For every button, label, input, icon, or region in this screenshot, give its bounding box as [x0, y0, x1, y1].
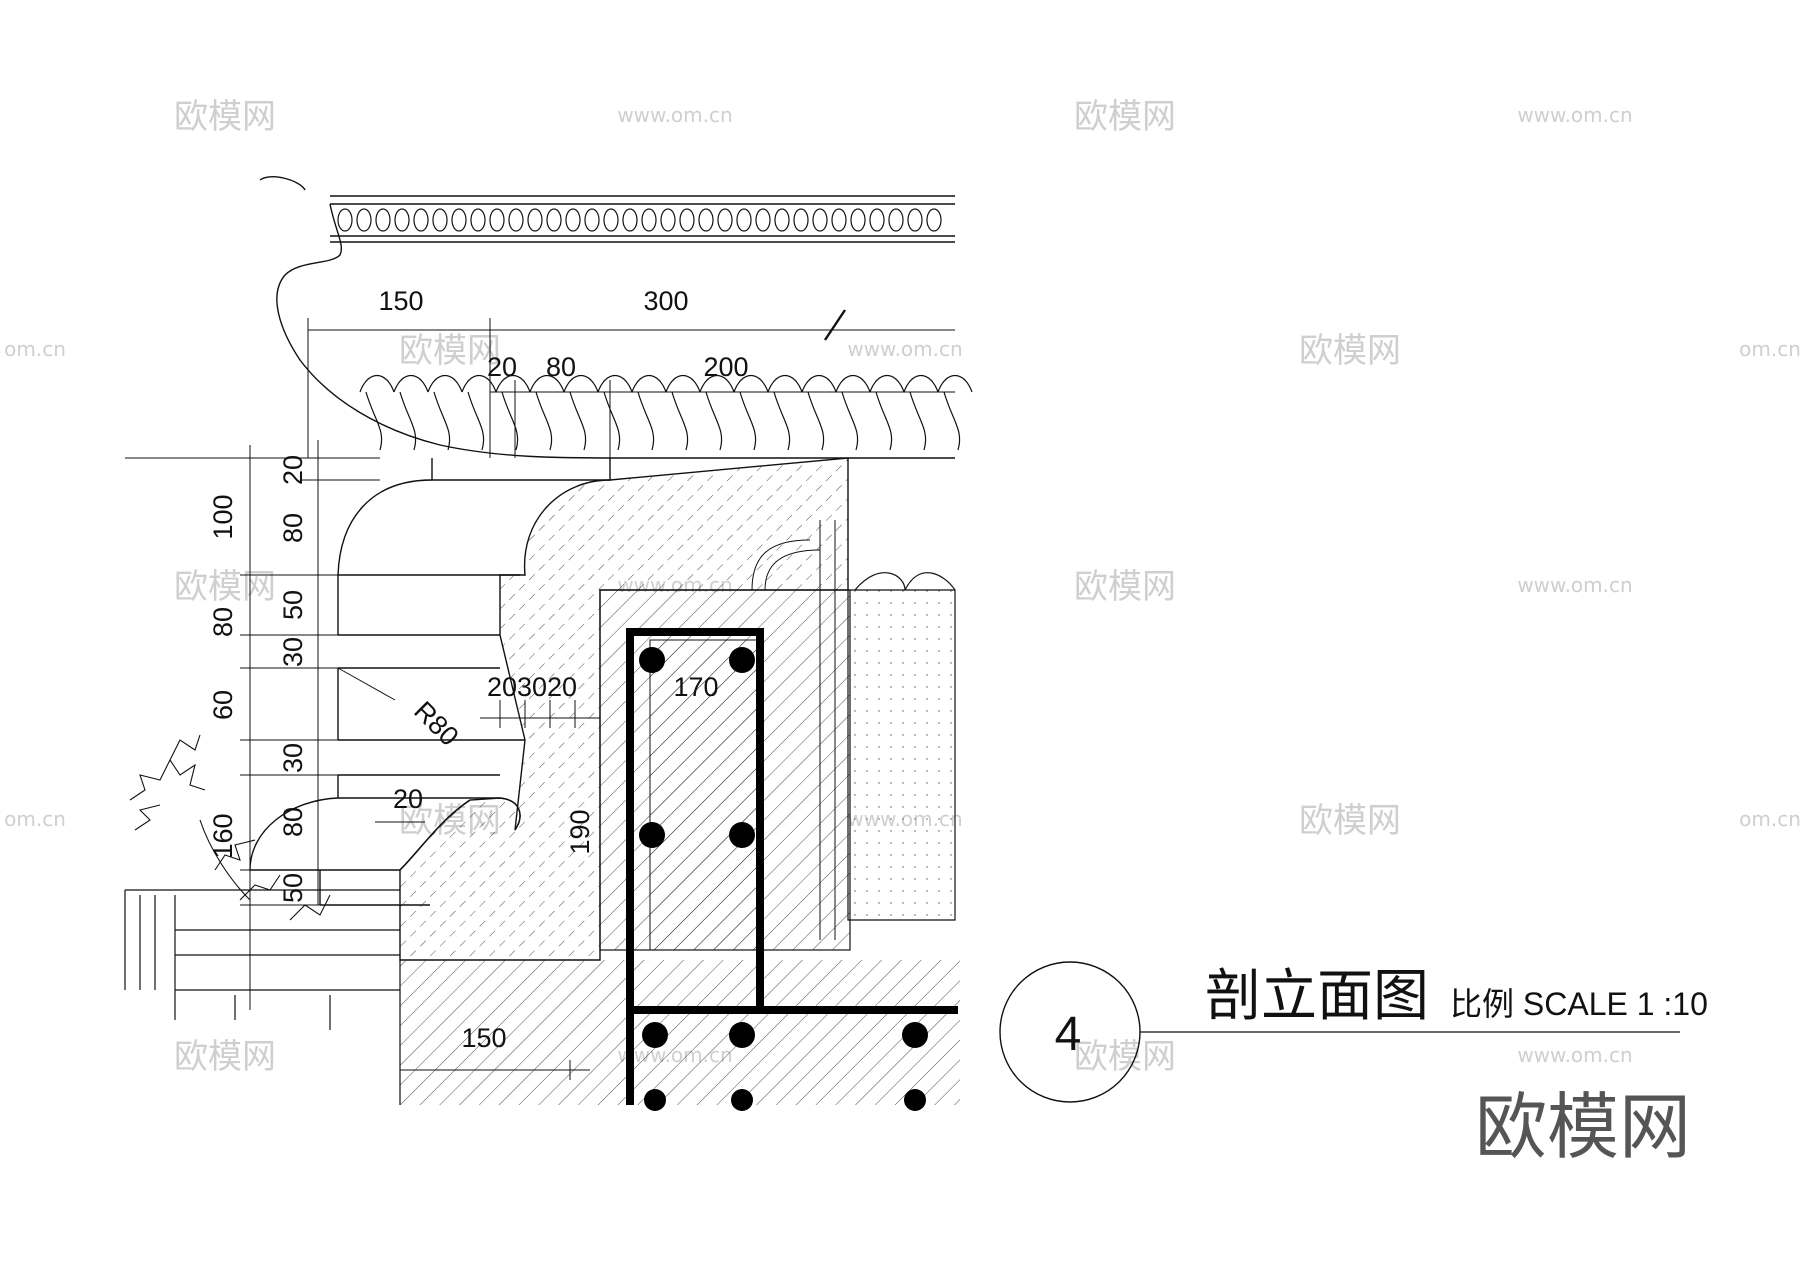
watermark-logo: 欧模网 [1074, 1037, 1176, 1077]
watermark-logo: 欧模网 [174, 97, 276, 137]
watermark-url: www.om.cn [1517, 1043, 1632, 1067]
dim-20-lower: 20 [393, 784, 423, 814]
rebar-bars [639, 647, 928, 1111]
ground-plinth [124, 889, 401, 1105]
dim-190: 190 [565, 809, 595, 854]
watermark-url: om.cn [1739, 807, 1800, 831]
rebar-dot [729, 822, 755, 848]
rebar-dot [902, 1022, 928, 1048]
plant-illustration [129, 734, 331, 921]
rebar-dot [731, 1089, 753, 1111]
dim-top-20: 20 [487, 352, 517, 382]
watermark-logo: 欧模网 [174, 1037, 276, 1077]
dim-left-60: 60 [208, 690, 238, 720]
dim-top-200: 200 [703, 352, 748, 382]
watermark-logo: 欧模网 [1074, 567, 1176, 607]
rebar-dot [639, 822, 665, 848]
dim-inner-50: 50 [278, 590, 308, 620]
watermark-url: om.cn [1739, 337, 1800, 361]
dim-150-bottom: 150 [461, 1023, 506, 1053]
rebar-dot [644, 1089, 666, 1111]
dim-203020: 203020 [487, 672, 577, 702]
dimension-labels: 150 300 20 80 200 100 80 60 160 20 80 50… [208, 286, 749, 1053]
rebar-dot [904, 1089, 926, 1111]
dim-170: 170 [673, 672, 718, 702]
dimension-lines [125, 309, 955, 1080]
dim-inner-80: 80 [278, 513, 308, 543]
concrete-core [599, 589, 851, 951]
dim-left-80: 80 [208, 607, 238, 637]
egg-and-dart-molding [337, 208, 942, 232]
watermark-url: www.om.cn [1517, 573, 1632, 597]
dim-inner-80b: 80 [278, 807, 308, 837]
dim-inner-20: 20 [278, 455, 308, 485]
rebar-dot [642, 1022, 668, 1048]
watermark-url: om.cn [4, 807, 66, 831]
watermark-logo: 欧模网 [174, 567, 276, 607]
watermark-logo: 欧模网 [1074, 97, 1176, 137]
drawing-scale: 比例 SCALE 1 :10 [1450, 986, 1708, 1022]
dim-r80: R80 [408, 696, 464, 752]
rebar-dot [639, 647, 665, 673]
watermark-url: om.cn [4, 337, 66, 361]
drawing-title: 剖立面图 [1205, 964, 1429, 1029]
fill-region [751, 520, 956, 940]
dim-left-160: 160 [208, 813, 238, 858]
dim-top-150: 150 [378, 286, 423, 316]
brand-logo: 欧模网 [1475, 1085, 1691, 1169]
stone-section-hatch [399, 457, 960, 1105]
detail-number: 4 [1055, 1008, 1082, 1061]
dim-inner-30b: 30 [278, 743, 308, 773]
watermark-url: www.om.cn [847, 337, 962, 361]
rebar-dot [729, 1022, 755, 1048]
rebar-cage [626, 628, 958, 1105]
top-cornice [259, 176, 955, 459]
dim-top-80: 80 [546, 352, 576, 382]
dim-top-300: 300 [643, 286, 688, 316]
watermark-url: www.om.cn [1517, 103, 1632, 127]
scallop-molding [359, 375, 973, 451]
watermark-logo: 欧模网 [399, 331, 501, 371]
watermark-logo: 欧模网 [1299, 331, 1401, 371]
title-block: 4 剖立面图 比例 SCALE 1 :10 欧模网 [999, 961, 1708, 1169]
dim-inner-30: 30 [278, 637, 308, 667]
dim-inner-50b: 50 [278, 873, 308, 903]
dim-left-100: 100 [208, 494, 238, 539]
watermark-logo: 欧模网 [1299, 801, 1401, 841]
watermark-url: www.om.cn [617, 103, 732, 127]
rebar-dot [729, 647, 755, 673]
